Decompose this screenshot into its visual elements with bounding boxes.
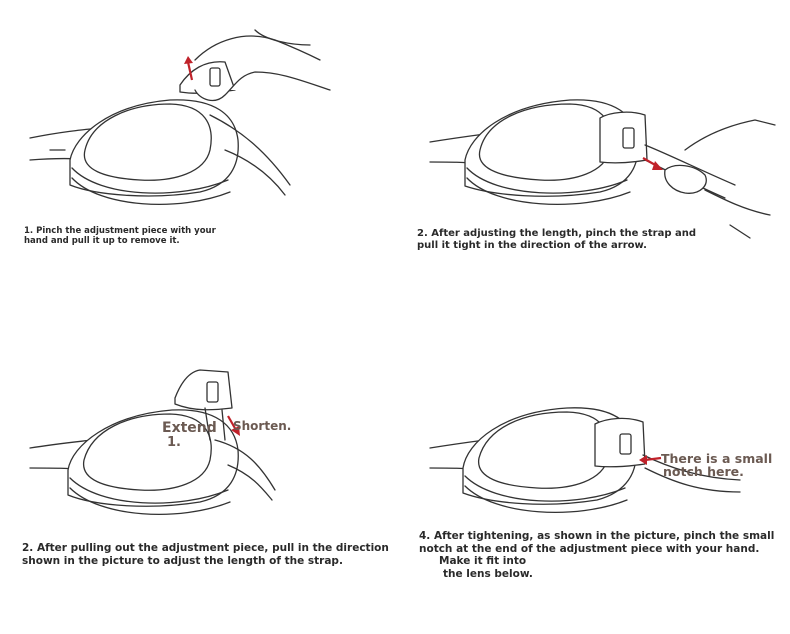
goggle-illustration-4: [429, 407, 741, 513]
step-4-caption-line: 4. After tightening, as shown in the pic…: [419, 530, 775, 542]
step-4-panel: There is a small notch here. 4. After ti…: [395, 340, 790, 634]
step-2-caption: 2. After adjusting the length, pinch the…: [417, 228, 696, 252]
step-1-caption: 1. Pinch the adjustment piece with your …: [24, 226, 216, 246]
notch-label-line-1: There is a small: [661, 451, 773, 466]
step-2-panel: 2. After adjusting the length, pinch the…: [395, 0, 790, 260]
goggle-illustration-1: [29, 29, 331, 205]
step-3-panel: Extend 1. Shorten. 2. After pulling out …: [0, 340, 395, 634]
goggle-illustration-3: [29, 369, 276, 515]
step-3-caption: 2. After pulling out the adjustment piec…: [22, 542, 389, 567]
goggle-illustration-2: [429, 99, 776, 239]
step-1-caption-line: hand and pull it up to remove it.: [24, 236, 180, 247]
step-1-caption-line: 1. Pinch the adjustment piece with your: [24, 226, 216, 236]
step-1-panel: 1. Pinch the adjustment piece with your …: [0, 0, 395, 260]
notch-label-line-2: notch here.: [663, 464, 744, 479]
step-2-caption-line: 2. After adjusting the length, pinch the…: [417, 228, 696, 239]
step-4-caption-line: Make it fit into: [439, 555, 527, 568]
shorten-label: Shorten.: [233, 419, 292, 433]
step-4-caption: 4. After tightening, as shown in the pic…: [419, 530, 774, 580]
step-2-caption-line: pull it tight in the direction of the ar…: [417, 240, 647, 251]
step-4-caption-line: notch at the end of the adjustment piece…: [419, 542, 760, 555]
extend-number-label: 1.: [167, 435, 181, 450]
step-3-caption-line: 2. After pulling out the adjustment piec…: [22, 542, 389, 554]
step-3-caption-line: shown in the picture to adjust the lengt…: [22, 554, 343, 567]
extend-label: Extend: [162, 420, 217, 436]
step-4-caption-line: the lens below.: [443, 567, 533, 580]
